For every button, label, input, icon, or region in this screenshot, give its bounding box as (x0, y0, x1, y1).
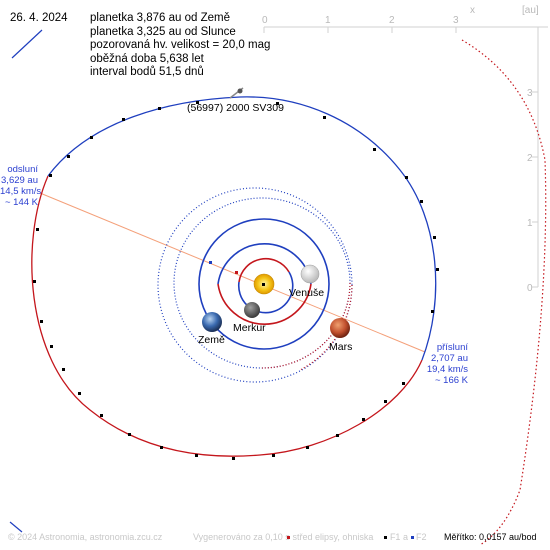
ellipse-center-marker (235, 271, 238, 274)
mars-label: Mars (329, 341, 352, 353)
focus-f1-marker (262, 283, 265, 286)
asteroid-orbit-below (31, 175, 423, 457)
venus-orbit-red (217, 283, 312, 325)
side-view-orbit-blue (11, 29, 43, 59)
earth-icon (202, 312, 222, 332)
aphelion-label: odsluní 3,629 au 14,5 km/s ~ 144 K (0, 164, 42, 208)
x-tick: 2 (389, 15, 395, 26)
footer-copyright[interactable]: © 2024 Astronomia, astronomia.zcu.cz (8, 532, 163, 542)
info-line: planetka 3,876 au od Země (90, 12, 231, 24)
mercury-icon (244, 302, 260, 318)
x-tick: 1 (325, 15, 331, 26)
legend-f2-text: F2 (416, 532, 427, 542)
perihelion-line: ~ 166 K (434, 375, 468, 386)
x-tick: 3 (453, 15, 459, 26)
legend-f1-text: F1 (389, 532, 401, 542)
info-line: pozorovaná hv. velikost = 20,0 mag (90, 39, 271, 52)
perihelion-line: 2,707 au (431, 353, 468, 364)
legend-center-text: střed elipsy, ohniska (292, 532, 374, 542)
x-axis-label: x (470, 5, 475, 16)
venus-icon (300, 264, 320, 284)
x-tick: 0 (262, 15, 268, 26)
asteroid-icon (229, 87, 244, 99)
mercury-orbit (238, 257, 290, 283)
asteroid-label: (56997) 2000 SV309 (187, 102, 284, 114)
info-line: planetka 3,325 au od Slunce (90, 25, 236, 38)
z-tick: 0 (527, 283, 533, 294)
mercury-orbit-blue (237, 271, 294, 314)
legend-a-text: a (402, 532, 408, 542)
aphelion-line: ~ 144 K (4, 197, 38, 208)
earth-label: Země (198, 334, 225, 346)
earth-orbit (198, 218, 330, 350)
z-tick: 1 (527, 218, 533, 229)
side-view-orbit-red (461, 39, 547, 546)
orbit-point-markers (33, 101, 439, 460)
aphelion-line: 3,629 au (1, 175, 38, 186)
aphelion-line: odsluní (7, 164, 38, 175)
info-line: oběžná doba 5,638 let (90, 52, 204, 65)
apsis-line (39, 192, 426, 353)
footer-legend: střed elipsy, ohniska F1 a F2 (287, 532, 427, 542)
side-view-orbit-blue (9, 521, 23, 533)
legend-f2-marker (410, 536, 414, 540)
footer-generated: Vygenerováno za 0,10 s (193, 532, 290, 542)
date-label: 26. 4. 2024 (10, 12, 68, 24)
aphelion-line: 14,5 km/s (0, 186, 42, 197)
legend-center-marker (287, 536, 290, 540)
footer-scale: Měřítko: 0,0157 au/bod (444, 532, 537, 542)
z-tick: 2 (527, 153, 533, 164)
info-line: interval bodů 51,5 dnů (90, 66, 204, 79)
mercury-label: Merkur (233, 322, 266, 334)
z-tick: 3 (527, 88, 533, 99)
perihelion-label: přísluní 2,707 au 19,4 km/s ~ 166 K (424, 342, 468, 386)
perihelion-line: 19,4 km/s (426, 364, 468, 375)
unit-label: [au] (522, 5, 539, 16)
legend-f1-marker (384, 536, 388, 540)
info-panel: planetka 3,876 au od Země planetka 3,325… (90, 12, 270, 80)
asteroid-orbit-above (47, 96, 437, 361)
focus-marker (209, 261, 212, 264)
venus-label: Venuše (289, 287, 324, 299)
side-view-axes (263, 26, 548, 288)
mars-icon (330, 318, 350, 338)
mars-orbit-red (261, 282, 351, 369)
perihelion-line: přísluní (436, 342, 468, 353)
